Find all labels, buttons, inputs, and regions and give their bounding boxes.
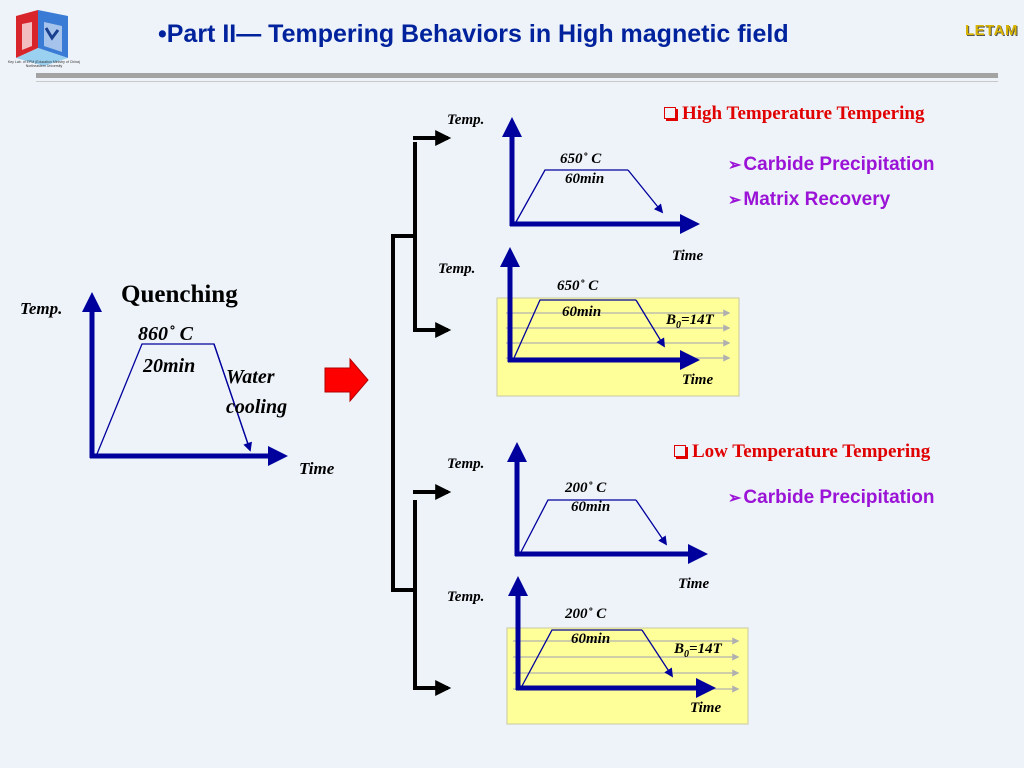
process-arrow xyxy=(324,357,369,403)
low-temp-heading: Low Temperature Tempering xyxy=(674,441,930,463)
ht-plain-temp-label: Temp. xyxy=(447,112,485,128)
branch-bracket xyxy=(391,142,417,688)
quenching-duration: 20min xyxy=(143,355,196,377)
quenching-axes xyxy=(82,292,288,466)
quenching-time-label: Time xyxy=(299,459,335,478)
brand-logo-text: LETAM xyxy=(964,22,1018,39)
lt-plain-axes xyxy=(507,442,708,564)
ht-field-temperature: 650˚ C xyxy=(557,278,599,294)
header-divider xyxy=(36,73,998,78)
lt-field-profile xyxy=(521,629,673,687)
cooling-label-line2: cooling xyxy=(226,396,288,418)
quenching-temperature: 860˚ C xyxy=(138,323,193,345)
header-divider-thin xyxy=(36,81,998,82)
quenching-title: Quenching xyxy=(121,281,238,308)
arrow-bullet-icon: ➢ xyxy=(728,490,742,507)
university-logo xyxy=(16,10,68,66)
lt-plain-profile xyxy=(520,499,668,553)
lt-field-temperature: 200˚ C xyxy=(565,606,607,622)
lt-field-duration: 60min xyxy=(571,631,611,647)
high-temp-bullet-2: ➢Matrix Recovery xyxy=(728,189,891,210)
lt-plain-temp-label: Temp. xyxy=(447,456,485,472)
page-title: •Part II— Tempering Behaviors in High ma… xyxy=(158,20,789,48)
arrow-bullet-icon: ➢ xyxy=(728,192,742,209)
ht-plain-time-label: Time xyxy=(672,248,704,264)
branch-arrows xyxy=(413,130,452,696)
quenching-profile xyxy=(96,343,252,455)
lt-plain-time-label: Time xyxy=(678,576,710,592)
ht-field-time-label: Time xyxy=(682,372,714,388)
ht-field-duration: 60min xyxy=(562,304,602,320)
checkbox-bullet-icon xyxy=(674,445,686,457)
ht-field-magnetic-label: B0=14T xyxy=(666,312,714,331)
high-temp-heading: High Temperature Tempering xyxy=(664,103,924,125)
ht-field-profile xyxy=(513,299,665,359)
lt-field-magnetic-label: B0=14T xyxy=(674,641,722,660)
lt-field-axes xyxy=(508,576,716,698)
lt-plain-temperature: 200˚ C xyxy=(565,480,607,496)
ht-field-temp-label: Temp. xyxy=(438,261,476,277)
magnetic-field-box-ht xyxy=(496,297,740,397)
cooling-label-line1: Water xyxy=(226,366,275,388)
low-temp-bullet-1: ➢Carbide Precipitation xyxy=(728,487,935,508)
ht-plain-axes xyxy=(502,117,700,234)
arrow-bullet-icon: ➢ xyxy=(728,157,742,174)
lt-field-time-label: Time xyxy=(690,700,722,716)
magnetic-field-box-lt xyxy=(506,627,749,725)
ht-field-axes xyxy=(500,247,700,370)
lt-field-temp-label: Temp. xyxy=(447,589,485,605)
quenching-temp-label: Temp. xyxy=(20,299,63,318)
ht-plain-profile xyxy=(515,169,664,223)
ht-plain-temperature: 650˚ C xyxy=(560,151,602,167)
high-temp-bullet-1: ➢Carbide Precipitation xyxy=(728,154,935,175)
checkbox-bullet-icon xyxy=(664,107,676,119)
ht-plain-duration: 60min xyxy=(565,171,605,187)
logo-caption: Key Lab. of EPM (Education Ministry of C… xyxy=(7,60,81,68)
lt-plain-duration: 60min xyxy=(571,499,611,515)
